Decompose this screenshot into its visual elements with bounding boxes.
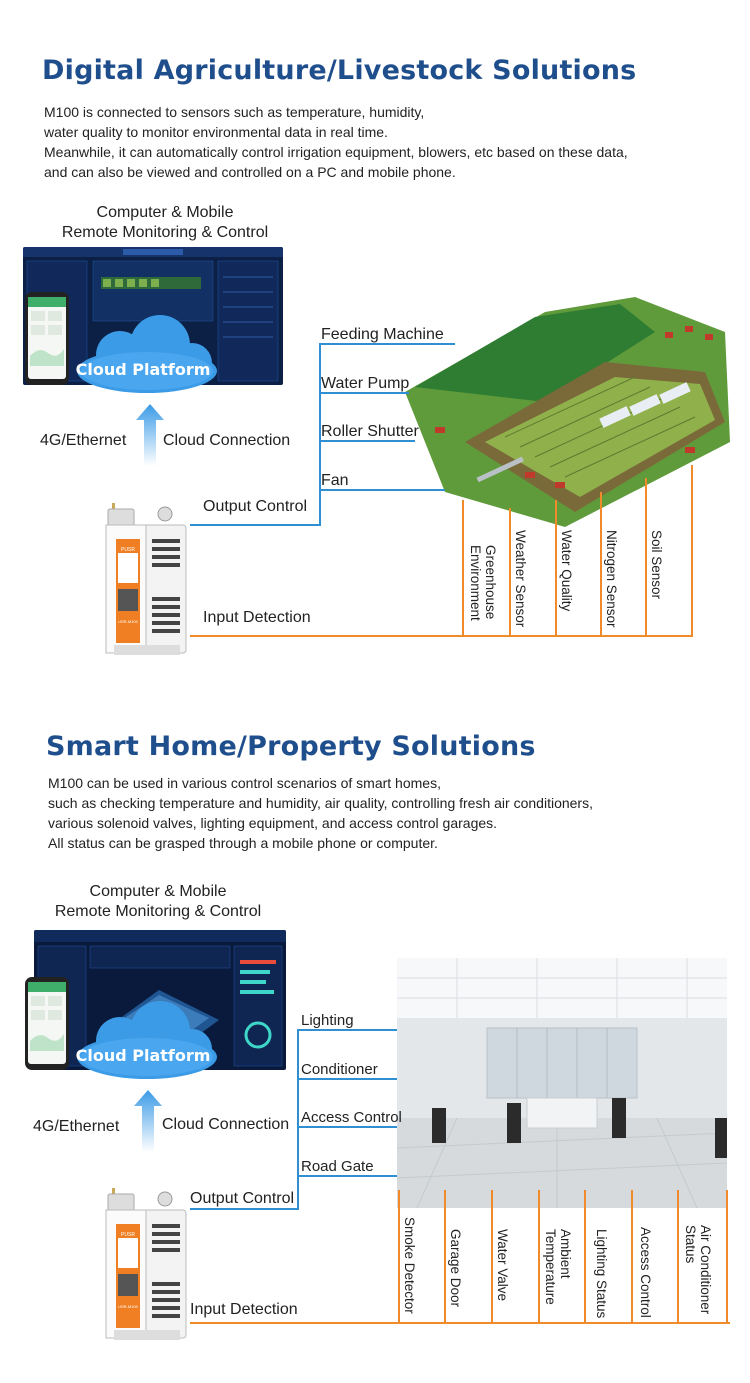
agri-network-label: 4G/Ethernet [40, 432, 127, 449]
home-sensor-line [444, 1190, 446, 1324]
home-output-control-label: Output Control [190, 1190, 295, 1207]
home-output-line [297, 1126, 397, 1128]
agri-m100-device: PUSR USR-M100 [104, 495, 190, 666]
phone-icon [25, 292, 69, 385]
home-sensor-line [491, 1190, 493, 1324]
agri-cloud-connection-label: Cloud Connection [163, 432, 291, 449]
agri-description-line: M100 is connected to sensors such as tem… [44, 104, 425, 120]
home-output-bus [297, 1029, 299, 1210]
home-sensor-ambient-temperature: Ambient Temperature [543, 1229, 573, 1305]
agri-sensor-line [691, 465, 693, 637]
agri-farm-illustration [405, 297, 730, 527]
agri-output-line [319, 392, 409, 394]
agri-sensor-soil: Soil Sensor [649, 530, 664, 600]
agri-sensor-nitrogen: Nitrogen Sensor [604, 530, 619, 628]
home-sensor-lighting-status: Lighting Status [594, 1229, 609, 1319]
home-sensor-access-control: Access Control [638, 1227, 653, 1318]
home-output-lighting: Lighting [301, 1012, 354, 1029]
agri-remote-line2: Remote Monitoring & Control [61, 224, 269, 241]
device-model: USR-M100 [118, 1304, 139, 1309]
controller-device-icon: PUSR USR-M100 [105, 1188, 187, 1340]
agri-output-line [319, 440, 415, 442]
agri-description-line: water quality to monitor environmental d… [44, 124, 388, 140]
home-upload-arrow-icon [134, 1090, 162, 1152]
agri-input-detection-label: Input Detection [203, 609, 311, 626]
cloud-icon [77, 1001, 217, 1079]
device-brand: PUSR [121, 1232, 135, 1238]
agri-remote-line1: Computer & Mobile [96, 204, 234, 221]
home-remote-line2: Remote Monitoring & Control [54, 903, 262, 920]
agri-description-line: Meanwhile, it can automatically control … [44, 144, 628, 160]
home-input-bus [190, 1322, 730, 1324]
home-description: M100 can be used in various control scen… [48, 773, 593, 853]
home-output-conditioner: Conditioner [301, 1061, 378, 1078]
home-remote-caption: Computer & Mobile Remote Monitoring & Co… [33, 882, 283, 922]
home-mobile-phone [24, 976, 70, 1071]
home-office-photo [397, 958, 727, 1208]
agri-title: Digital Agriculture/Livestock Solutions [42, 55, 637, 86]
cloud-icon [77, 315, 217, 393]
agri-sensor-line [600, 492, 602, 637]
agri-description-line: and can also be viewed and controlled on… [44, 164, 456, 180]
home-description-line: M100 can be used in various control scen… [48, 775, 441, 791]
home-sensor-line [398, 1190, 400, 1324]
home-cloud-connection-label: Cloud Connection [162, 1116, 290, 1133]
agri-sensor-line [645, 478, 647, 637]
agri-output-control-label: Output Control [203, 498, 308, 515]
agri-sensor-line [509, 508, 511, 637]
agri-output-roller-shutter: Roller Shutter [321, 423, 419, 440]
home-output-line [297, 1078, 397, 1080]
agri-sensor-weather: Weather Sensor [513, 530, 528, 628]
agri-sensor-greenhouse: Greenhouse Environment [468, 545, 498, 621]
home-output-line [297, 1029, 397, 1031]
home-m100-device: PUSR USR-M100 [104, 1180, 190, 1351]
home-output-access-control: Access Control [301, 1109, 402, 1126]
home-sensor-line [726, 1190, 728, 1324]
phone-icon [25, 977, 69, 1070]
agri-output-connector [190, 524, 320, 526]
device-brand: PUSR [121, 547, 135, 553]
home-description-line: such as checking temperature and humidit… [48, 795, 593, 811]
home-sensor-line [584, 1190, 586, 1324]
home-sensor-line [538, 1190, 540, 1324]
home-sensor-water-valve: Water Valve [495, 1229, 510, 1302]
home-output-road-gate: Road Gate [301, 1158, 374, 1175]
agri-remote-caption: Computer & Mobile Remote Monitoring & Co… [40, 203, 290, 243]
home-input-detection-label: Input Detection [190, 1301, 298, 1318]
home-description-line: various solenoid valves, lighting equipm… [48, 815, 498, 831]
agri-sensor-line [555, 500, 557, 637]
agri-sensor-line [462, 500, 464, 637]
agri-output-bus [319, 343, 321, 526]
home-network-label: 4G/Ethernet [33, 1118, 120, 1135]
agri-input-bus [190, 635, 693, 637]
agri-output-feeding-machine: Feeding Machine [321, 326, 444, 343]
agri-upload-arrow-icon [136, 404, 164, 466]
home-sensor-line [631, 1190, 633, 1324]
agri-cloud-label: Cloud Platform [76, 360, 211, 379]
home-output-line [297, 1175, 397, 1177]
agri-sensor-water-quality: Water Quality [559, 530, 574, 612]
home-sensor-garage-door: Garage Door [448, 1229, 463, 1308]
agri-cloud-platform: Cloud Platform [76, 315, 217, 393]
home-cloud-label: Cloud Platform [76, 1046, 211, 1065]
home-remote-line1: Computer & Mobile [89, 883, 227, 900]
agri-output-water-pump: Water Pump [321, 375, 410, 392]
controller-device-icon: PUSR USR-M100 [105, 503, 187, 655]
home-description-line: All status can be grasped through a mobi… [48, 835, 438, 851]
agri-mobile-phone [24, 291, 70, 386]
home-sensor-air-conditioner-status: Air Conditioner Status [683, 1225, 713, 1315]
device-model: USR-M100 [118, 619, 139, 624]
home-sensor-smoke-detector: Smoke Detector [402, 1217, 417, 1314]
agri-description: M100 is connected to sensors such as tem… [44, 102, 628, 182]
home-output-connector [190, 1208, 298, 1210]
home-title: Smart Home/Property Solutions [46, 731, 536, 762]
agri-output-fan: Fan [321, 472, 349, 489]
agri-output-line [319, 489, 445, 491]
agri-output-line [319, 343, 455, 345]
home-cloud-platform: Cloud Platform [76, 1001, 217, 1079]
home-sensor-line [677, 1190, 679, 1324]
